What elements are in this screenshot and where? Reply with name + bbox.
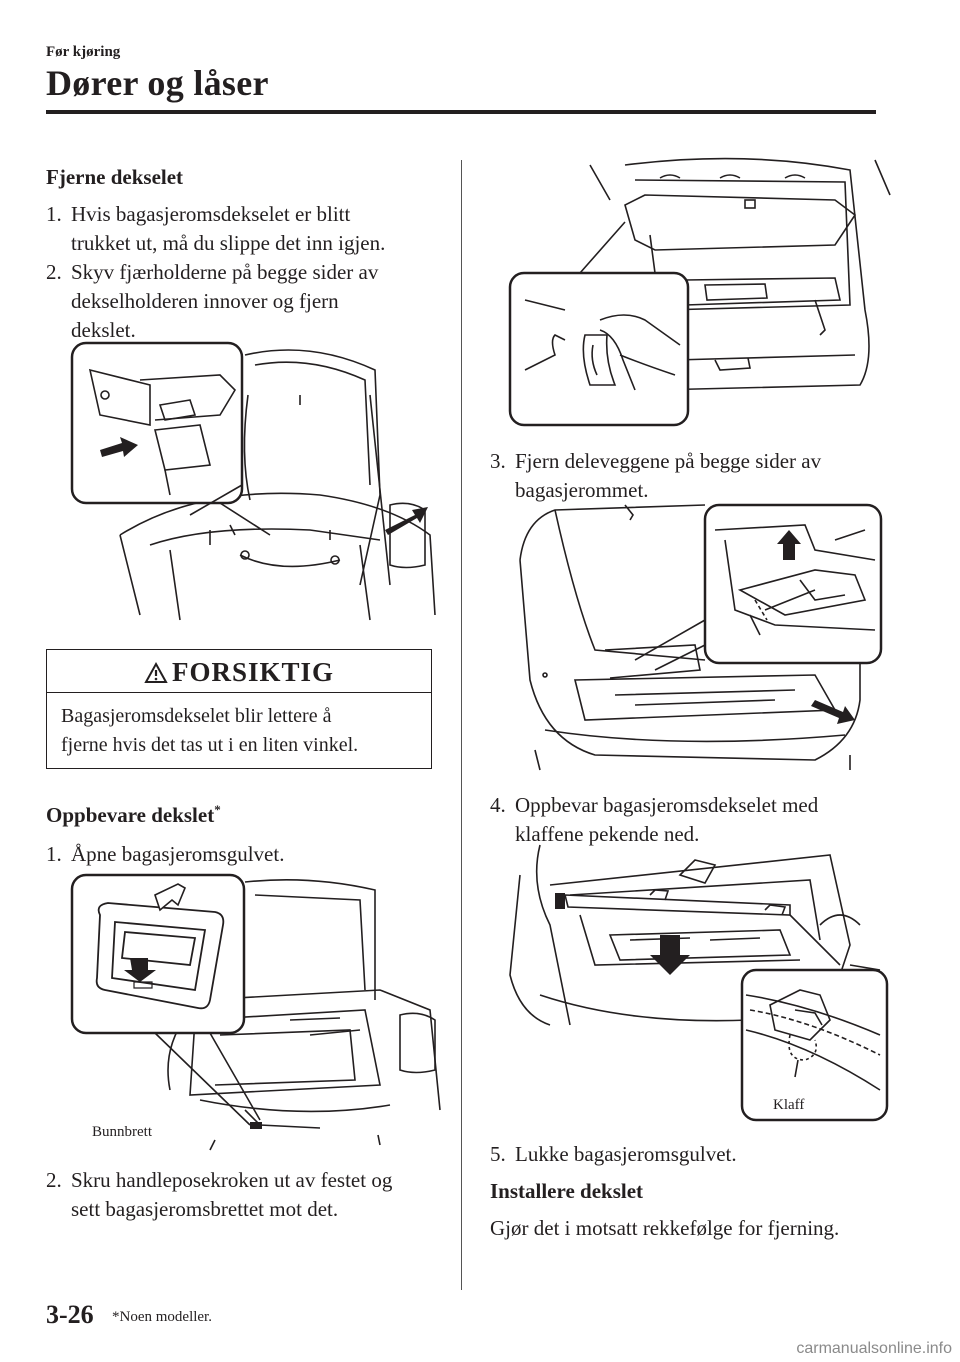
step-number: 1.	[46, 202, 62, 226]
caution-title: FORSIKTIG	[171, 657, 335, 687]
illustration-partitions	[519, 503, 883, 771]
step-text: Skru handleposekroken ut av festet og	[71, 1168, 393, 1192]
step-text: bagasjerommet.	[515, 478, 649, 502]
label-bunnbrett: Bunnbrett	[92, 1124, 152, 1140]
illustration-remove-cover	[70, 341, 436, 621]
illustration-store-cover	[509, 844, 889, 1122]
right-step-5: 5. Lukke bagasjeromsgulvet.	[490, 1140, 880, 1169]
store-heading: Oppbevare dekslet*	[46, 802, 221, 828]
step-text: dekselholderen innover og fjern	[71, 289, 339, 313]
illustration-trunk-inset	[508, 157, 891, 427]
right-step-3: 3. Fjern deleveggene på begge sider av ba…	[490, 447, 880, 505]
step-text: Åpne bagasjeromsgulvet.	[71, 842, 285, 866]
step-text: sett bagasjeromsbrettet mot det.	[71, 1197, 339, 1221]
label-klaff: Klaff	[773, 1097, 805, 1113]
step-text: dekslet.	[71, 318, 136, 342]
step-number: 2.	[46, 260, 62, 284]
footnote-mark: *	[214, 802, 221, 817]
watermark: carmanualsonline.info	[796, 1340, 952, 1357]
caution-header: FORSIKTIG	[47, 650, 431, 693]
caution-line: fjerne hvis det tas ut i en liten vinkel…	[61, 734, 359, 756]
install-heading: Installere dekslet	[490, 1179, 644, 1203]
step-number: 3.	[490, 449, 506, 473]
store-step-1: 1. Åpne bagasjeromsgulvet.	[46, 840, 436, 869]
install-text: Gjør det i motsatt rekkefølge for fjerni…	[490, 1216, 840, 1240]
step-text: Lukke bagasjeromsgulvet.	[515, 1142, 737, 1166]
step-text: Hvis bagasjeromsdekselet er blitt	[71, 202, 351, 226]
warning-icon	[144, 653, 168, 697]
step-text: Fjern deleveggene på begge sider av	[515, 449, 822, 473]
right-step-4: 4. Oppbevar bagasjeromsdekselet med klaff…	[490, 791, 880, 849]
step-text: Skyv fjærholderne på begge sider av	[71, 260, 379, 284]
header-rule	[46, 110, 876, 114]
step-text: Oppbevar bagasjeromsdekselet med	[515, 793, 819, 817]
step-text: klaffene pekende ned.	[515, 822, 700, 846]
chapter-label: Før kjøring	[46, 44, 121, 60]
remove-step-2: 2. Skyv fjærholderne på begge sider av de…	[46, 258, 436, 345]
step-number: 2.	[46, 1168, 62, 1192]
step-number: 5.	[490, 1142, 506, 1166]
column-divider	[461, 160, 462, 1290]
remove-step-1: 1. Hvis bagasjeromsdekselet er blitt truk…	[46, 200, 436, 258]
caution-box: FORSIKTIG Bagasjeromsdekselet blir lette…	[46, 649, 432, 769]
remove-heading: Fjerne dekselet	[46, 165, 184, 189]
page-title: Dører og låser	[46, 63, 269, 103]
caution-text: Bagasjeromsdekselet blir lettere å fjern…	[61, 702, 421, 760]
illustration-open-floor	[70, 873, 441, 1151]
store-heading-text: Oppbevare dekslet	[46, 803, 215, 827]
footnote: *Noen modeller.	[112, 1309, 212, 1325]
step-text: trukket ut, må du slippe det inn igjen.	[71, 231, 386, 255]
step-number: 4.	[490, 793, 506, 817]
page-number: 3-26	[46, 1300, 94, 1329]
step-number: 1.	[46, 842, 62, 866]
store-step-2: 2.Skru handleposekroken ut av festet og …	[46, 1166, 436, 1224]
caution-line: Bagasjeromsdekselet blir lettere å	[61, 705, 332, 727]
